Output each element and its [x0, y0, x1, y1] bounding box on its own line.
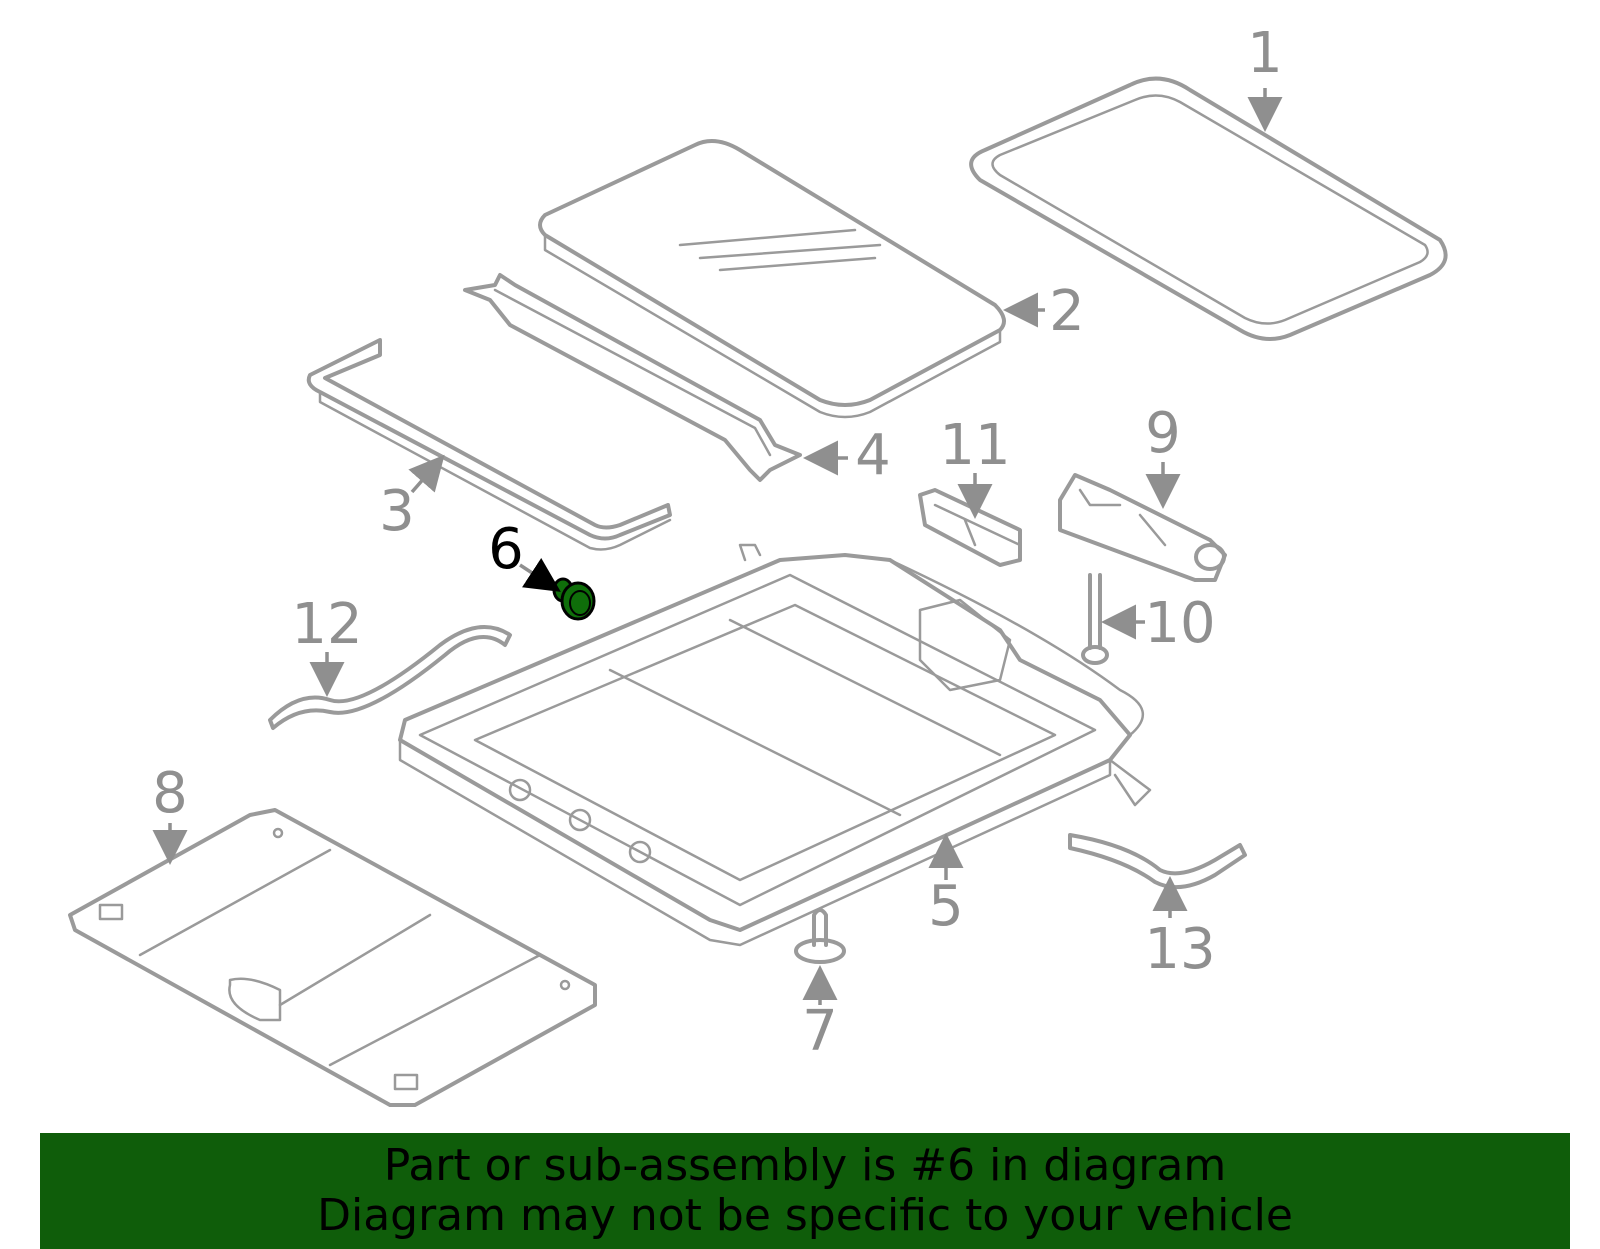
callout-13: 13 [1144, 917, 1215, 982]
part-7-pin [794, 908, 846, 964]
callout-1: 1 [1247, 21, 1283, 86]
callout-2: 2 [1049, 279, 1085, 344]
parts-diagram: 1 2 3 4 5 6 7 8 9 10 11 12 13 [68, 21, 1448, 1107]
callout-9: 9 [1145, 401, 1181, 466]
part-9-motor [1058, 473, 1227, 582]
part-6-grommet [552, 577, 596, 621]
callout-11: 11 [939, 413, 1010, 478]
callout-6: 6 [488, 517, 524, 582]
callout-8: 8 [152, 761, 188, 826]
part-2-glass [538, 139, 1006, 419]
info-banner: Part or sub-assembly is #6 in diagram Di… [40, 1133, 1570, 1249]
part-3-deflector [306, 338, 672, 551]
part-10-bolt [1081, 573, 1109, 665]
banner-line-2: Diagram may not be specific to your vehi… [317, 1190, 1293, 1241]
callout-10: 10 [1144, 591, 1215, 656]
callout-arrows [152, 88, 1283, 1005]
part-5-frame [398, 543, 1152, 947]
banner-line-1: Part or sub-assembly is #6 in diagram [383, 1140, 1227, 1191]
callout-4: 4 [855, 423, 891, 488]
part-8-sunshade [68, 808, 597, 1107]
part-13-drain-hose [1068, 833, 1247, 890]
callout-3: 3 [379, 479, 415, 544]
part-1-seal [969, 76, 1448, 341]
callout-7: 7 [802, 999, 838, 1064]
part-11-bracket [918, 488, 1022, 567]
part-4-rail [463, 273, 802, 482]
part-12-drain-hose [268, 625, 512, 730]
callout-12: 12 [291, 592, 362, 657]
callout-5: 5 [928, 874, 964, 939]
